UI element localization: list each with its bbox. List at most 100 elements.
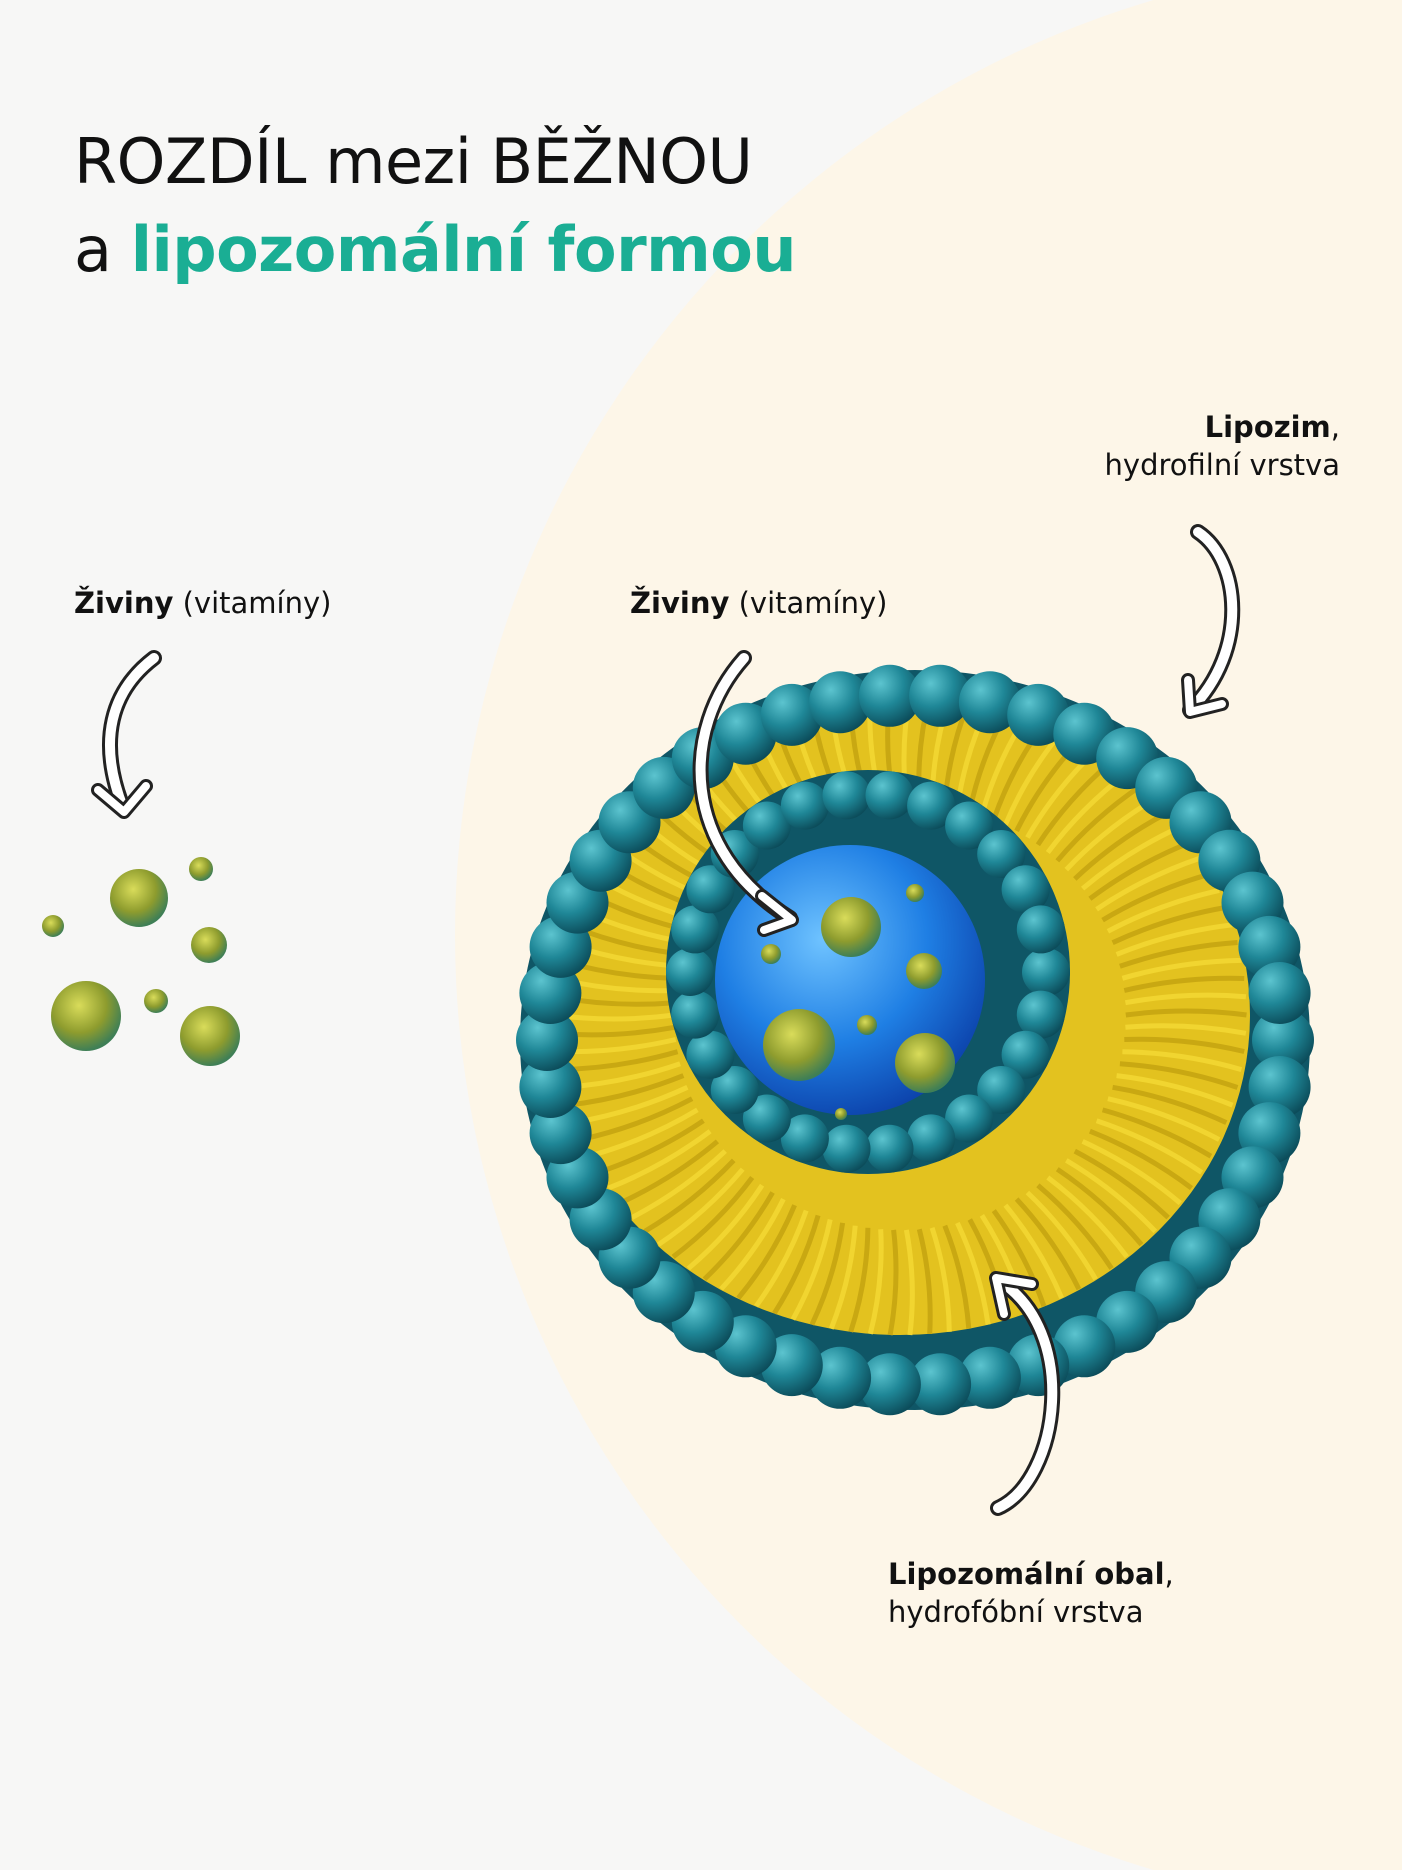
outer-lipid-head [958, 671, 1021, 734]
core-nutrient-particle [821, 897, 881, 957]
lipid-tail [1073, 1148, 1170, 1220]
core-nutrient-particle [761, 944, 781, 964]
encapsulated-nutrients [761, 884, 955, 1120]
free-nutrient-particle [110, 869, 168, 927]
lipid-tail [671, 1176, 755, 1259]
inner-lipid-heads [666, 771, 1070, 1173]
lipid-tail [702, 1191, 775, 1282]
inner-lipid-head [780, 781, 829, 830]
lipid-tail [916, 1228, 933, 1335]
free-nutrient-cluster [42, 857, 240, 1066]
title-line-2-prefix: a [74, 213, 131, 286]
inner-lipid-head [742, 801, 791, 850]
lipid-tail [1073, 810, 1170, 881]
lipid-tail [1124, 1036, 1245, 1054]
lipid-tail [1112, 1084, 1228, 1125]
outer-lipid-heads [516, 664, 1314, 1416]
lipid-tail [1106, 887, 1220, 934]
inner-lipid-head [671, 905, 720, 954]
lipid-tail [887, 1229, 899, 1336]
core-nutrient-particle [835, 1108, 847, 1120]
free-nutrient-particle [189, 857, 213, 881]
core-nutrient-particle [906, 884, 924, 902]
lipid-tail [607, 1129, 712, 1191]
outer-lipid-head [760, 683, 823, 746]
outer-lipid-head [516, 1009, 578, 1071]
lipid-tail [955, 1221, 991, 1325]
core-nutrient-particle [857, 1015, 877, 1035]
outer-lipid-head [958, 1346, 1021, 1409]
inner-lipid-head [865, 1124, 914, 1173]
outer-lipid-head [909, 1353, 972, 1416]
inner-lipid-head [666, 948, 714, 996]
lipid-tail [1095, 855, 1203, 912]
lipid-tail [567, 1073, 685, 1108]
outer-lipid-head [1238, 915, 1301, 978]
lipid-tail [1122, 1049, 1243, 1073]
core-nutrient-particle [906, 953, 942, 989]
lipid-tail [1115, 922, 1233, 957]
inner-lipid-head [1016, 905, 1065, 954]
free-nutrient-particle [180, 1006, 240, 1066]
inner-lipid-head [1016, 990, 1065, 1039]
lipid-tail [1014, 1197, 1082, 1291]
inner-lipid-head [907, 1114, 956, 1163]
lipid-tail [903, 1229, 915, 1336]
arrow-core-nutrients [692, 650, 799, 937]
inner-lipid-head [1022, 948, 1070, 996]
label-free-nutrients-rest: (vitamíny) [173, 586, 332, 620]
lipid-tail [1101, 871, 1212, 923]
outer-lipid-head [809, 671, 872, 734]
label-liposome: Lipozim, hydrofilní vrstva [1074, 408, 1340, 484]
lipid-tail [686, 1183, 765, 1271]
inner-lipid-head [977, 1066, 1026, 1114]
outer-lipid-head [1248, 962, 1311, 1024]
outer-lipid-head [809, 1346, 872, 1409]
lipid-tail [643, 1158, 736, 1234]
free-nutrient-particle [51, 981, 121, 1051]
lipid-tail [790, 1218, 833, 1321]
arrow-liposome [1181, 524, 1241, 719]
label-liposome-line2: hydrofilní vrstva [1104, 448, 1340, 482]
lipid-tail [580, 1096, 694, 1143]
label-shell-punct: , [1164, 1557, 1174, 1591]
lipid-tail [828, 1225, 858, 1330]
lipid-tail [1107, 1096, 1221, 1142]
title-line-1: ROZDÍL mezi BĚŽNOU [74, 125, 753, 198]
lipid-tail [772, 1214, 821, 1315]
lipid-tail [597, 1118, 705, 1175]
lipid-tail [1116, 1073, 1234, 1108]
label-liposome-bold: Lipozim [1204, 410, 1331, 444]
outer-lipid-head [519, 1056, 582, 1118]
lipid-tail [618, 1139, 720, 1206]
core-nutrient-particle [895, 1033, 955, 1093]
lipid-tail [1055, 783, 1143, 863]
lipid-tail [1095, 1118, 1204, 1175]
inner-lipid-head [865, 771, 914, 820]
lipid-tail [1036, 1183, 1114, 1270]
lipid-tail [1124, 992, 1247, 1006]
outer-lipid-head [529, 1102, 592, 1165]
label-free-nutrients: Živiny (vitamíny) [74, 584, 331, 622]
annotation-arrows [91, 524, 1241, 1516]
inner-lipid-head [686, 865, 735, 914]
lipid-tail [1025, 1190, 1098, 1281]
inner-lipid-head [907, 781, 956, 830]
outer-lipid-head [1248, 1056, 1311, 1118]
lipid-tail [736, 1204, 797, 1300]
page-title: ROZDÍL mezi BĚŽNOU a lipozomální formou [74, 118, 797, 294]
inner-lipid-head [977, 830, 1026, 878]
lipid-tail [1121, 957, 1242, 981]
label-core-nutrients-rest: (vitamíny) [729, 586, 888, 620]
free-nutrient-particle [42, 915, 64, 937]
title-line-2-accent: lipozomální formou [130, 213, 797, 286]
label-free-nutrients-bold: Živiny [74, 586, 174, 620]
inner-lipid-head [822, 1124, 871, 1173]
inner-lipid-head [710, 1066, 759, 1114]
lipid-tail [1003, 1203, 1065, 1300]
inner-lipid-head [1001, 1030, 1050, 1079]
lipid-tail [867, 1229, 884, 1335]
label-shell: Lipozomální obal, hydrofóbní vrstva [888, 1555, 1174, 1631]
inner-lipid-head [1001, 865, 1050, 914]
outer-lipid-head [1252, 1009, 1314, 1071]
